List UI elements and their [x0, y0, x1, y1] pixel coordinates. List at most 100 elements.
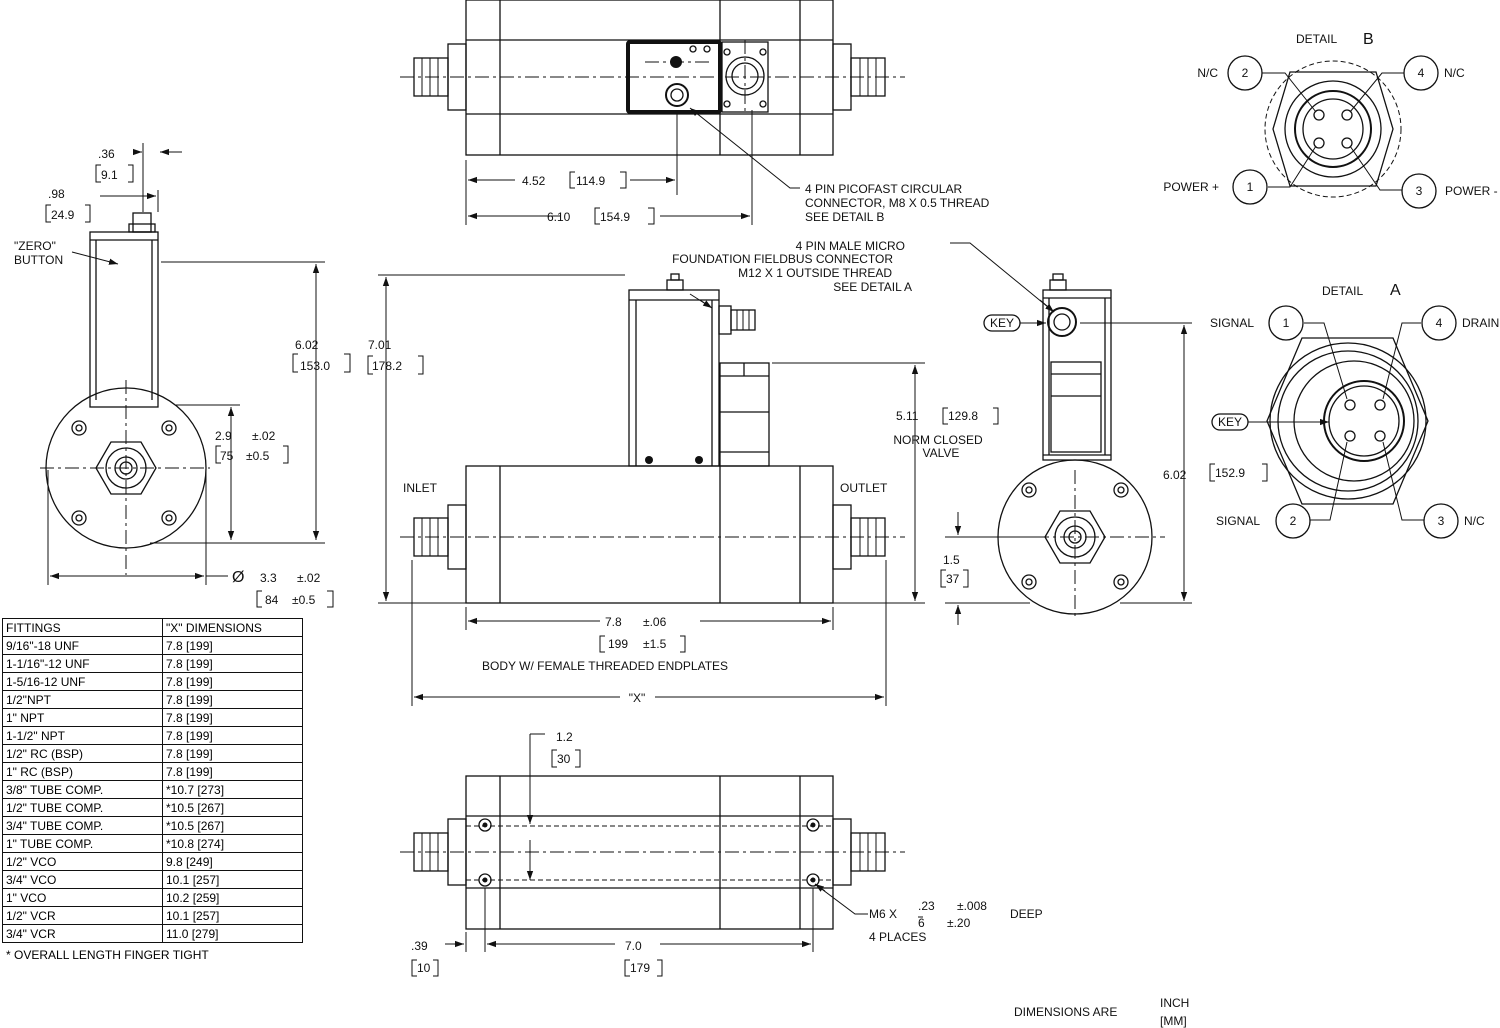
right-side-view: [940, 242, 1268, 625]
bottom-view: [400, 733, 905, 977]
dim-039: .39: [411, 939, 428, 953]
x-dimension-cell: 10.1 [257]: [162, 906, 303, 925]
fitting-cell: 1" TUBE COMP.: [2, 834, 163, 853]
fieldbus-note-1: 4 PIN MALE MICRO: [796, 239, 905, 253]
fitting-cell: 3/8" TUBE COMP.: [2, 780, 163, 799]
x-dimension-cell: 7.8 [199]: [162, 762, 303, 781]
detail-b: [1227, 55, 1439, 209]
x-dimension-label: "X": [629, 691, 646, 705]
detail-a-pin-4: 4: [1436, 316, 1443, 330]
dim-37: 37: [946, 572, 960, 586]
fitting-cell: 1" NPT: [2, 708, 163, 727]
dim-4-52: 4.52: [522, 174, 546, 188]
dim-036: .36: [98, 147, 115, 161]
dim-6-02: 6.02: [295, 338, 319, 352]
tol-0-5b: ±0.5: [292, 593, 316, 607]
x-dimension-cell: 7.8 [199]: [162, 744, 303, 763]
m6-thread-label: M6 X: [869, 907, 897, 921]
picofast-note-2: CONNECTOR, M8 X 0.5 THREAD: [805, 196, 990, 210]
dim-199: 199: [608, 637, 628, 651]
dim-2-9: 2.9: [215, 429, 232, 443]
units-label: DIMENSIONS ARE: [1014, 1005, 1117, 1019]
detail-b-pin-2: 2: [1242, 66, 1249, 80]
detail-a-key-label: KEY: [1218, 415, 1242, 429]
detail-b-pin-3: 3: [1416, 184, 1423, 198]
detail-a-title: DETAIL: [1322, 284, 1363, 298]
x-dimension-cell: 9.8 [249]: [162, 852, 303, 871]
fitting-cell: 1/2" RC (BSP): [2, 744, 163, 763]
dim-5-11: 5.11: [896, 409, 919, 423]
detail-a-pin-1: 1: [1283, 316, 1290, 330]
dim-7-0: 7.0: [625, 939, 642, 953]
x-dimension-cell: 11.0 [279]: [162, 924, 303, 943]
fitting-cell: 1-1/16"-12 UNF: [2, 654, 163, 673]
table-row: 3/4" TUBE COMP.*10.5 [267]: [2, 816, 303, 835]
dim-152-9: 152.9: [1215, 466, 1245, 480]
zero-button-label: "ZERO": [14, 239, 56, 253]
front-view: [367, 273, 999, 706]
tol-0-5: ±0.5: [246, 449, 270, 463]
table-row: 1/2" TUBE COMP.*10.5 [267]: [2, 798, 303, 817]
detail-b-letter: B: [1363, 31, 1374, 48]
dim-6-02-right: 6.02: [1163, 468, 1187, 482]
dim-84: 84: [265, 593, 279, 607]
fitting-cell: 9/16"-18 UNF: [2, 636, 163, 655]
fitting-cell: 3/4" VCO: [2, 870, 163, 889]
dim-154-9: 154.9: [600, 210, 630, 224]
x-dimension-cell: *10.5 [267]: [162, 798, 303, 817]
dim-6: 6: [918, 916, 925, 930]
x-dimension-cell: 7.8 [199]: [162, 654, 303, 673]
detail-a-pin-4-label: DRAIN: [1462, 316, 1499, 330]
dim-3-3: 3.3: [260, 571, 277, 585]
key-label-right-view: KEY: [990, 316, 1014, 330]
tol-02: ±.02: [252, 429, 276, 443]
x-dimension-cell: *10.5 [267]: [162, 816, 303, 835]
column-header-x-dimensions: "X" DIMENSIONS: [162, 618, 303, 637]
detail-a-pin-2-label: SIGNAL: [1216, 514, 1260, 528]
dim-24-9: 24.9: [51, 208, 75, 222]
detail-b-pin-1: 1: [1247, 180, 1254, 194]
x-dimension-cell: *10.8 [274]: [162, 834, 303, 853]
x-dimension-cell: 10.2 [259]: [162, 888, 303, 907]
dim-7-01: 7.01: [368, 338, 392, 352]
fitting-cell: 3/4" TUBE COMP.: [2, 816, 163, 835]
detail-a: [1211, 305, 1459, 539]
x-dimension-cell: 7.8 [199]: [162, 636, 303, 655]
fitting-cell: 1" VCO: [2, 888, 163, 907]
detail-b-pin-2-label: N/C: [1197, 66, 1218, 80]
table-row: 1" RC (BSP)7.8 [199]: [2, 762, 303, 781]
fitting-cell: 1-5/16-12 UNF: [2, 672, 163, 691]
dim-6-10: 6.10: [547, 210, 571, 224]
detail-a-letter: A: [1390, 282, 1401, 299]
table-header-row: FITTINGS "X" DIMENSIONS: [2, 618, 303, 637]
fitting-cell: 1/2"NPT: [2, 690, 163, 709]
left-side-view: [40, 143, 351, 608]
tol-1-5: ±1.5: [643, 637, 667, 651]
dim-30: 30: [557, 752, 571, 766]
fieldbus-note-2: FOUNDATION FIELDBUS CONNECTOR: [672, 252, 893, 266]
detail-b-title: DETAIL: [1296, 32, 1337, 46]
fitting-cell: 1/2" TUBE COMP.: [2, 798, 163, 817]
fitting-cell: 1" RC (BSP): [2, 762, 163, 781]
dim-179: 179: [630, 961, 650, 975]
deep-label: DEEP: [1010, 907, 1043, 921]
detail-a-pin-3: 3: [1438, 514, 1445, 528]
places-label: 4 PLACES: [869, 930, 926, 944]
table-row: 1" TUBE COMP.*10.8 [274]: [2, 834, 303, 853]
detail-b-pin-4-label: N/C: [1444, 66, 1465, 80]
dim-10: 10: [417, 961, 431, 975]
detail-b-pin-4: 4: [1418, 66, 1425, 80]
dim-75: 75: [220, 449, 234, 463]
dim-129-8: 129.8: [948, 409, 978, 423]
